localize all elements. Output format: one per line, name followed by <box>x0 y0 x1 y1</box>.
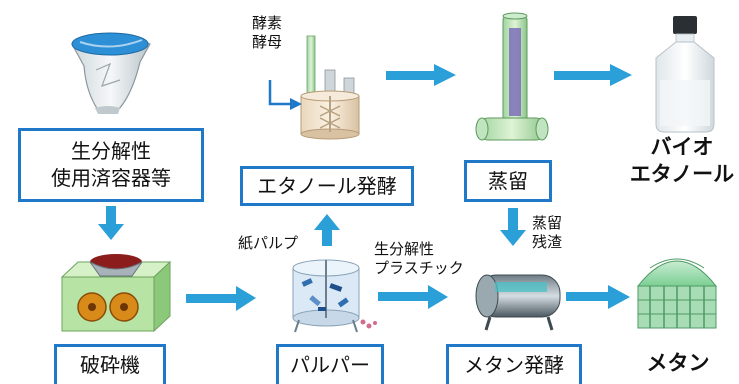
arrow-enzyme-to-tank <box>268 80 302 110</box>
box-pulper: パルパー <box>276 344 384 384</box>
box-methane-fermentation: メタン発酵 <box>446 344 582 384</box>
arrow-cup-to-crusher <box>98 206 124 240</box>
output-methane: メタン <box>646 351 710 375</box>
arrow-fermentation-to-distillation <box>386 64 456 86</box>
ethanol-bottle-icon <box>655 16 715 133</box>
arrow-distillation-to-methane-fermentation <box>500 208 526 246</box>
box-distillation: 蒸留 <box>464 160 552 202</box>
label-paper-pulp: 紙パルプ <box>238 234 299 252</box>
arrow-pulper-to-ethanol-fermentation <box>314 214 340 246</box>
methane-fermentation-tank-icon <box>475 274 561 331</box>
label-enzyme-yeast: 酵素 酵母 <box>252 14 283 51</box>
box-ethanol-fermentation: エタノール発酵 <box>240 166 414 206</box>
box-crusher: 破砕機 <box>54 344 166 384</box>
arrow-methane-fermentation-to-methane <box>566 285 630 309</box>
pulper-tank-icon <box>292 259 377 333</box>
arrow-pulper-to-methane-fermentation <box>378 285 448 309</box>
crusher-machine-icon <box>60 254 172 333</box>
output-bioethanol: バイオ エタノール <box>629 135 735 186</box>
fermentation-tank-icon <box>300 35 360 140</box>
label-distillation-residue: 蒸留 残渣 <box>532 214 563 251</box>
arrow-crusher-to-pulper <box>186 286 256 311</box>
methane-gas-holder-icon <box>636 258 718 329</box>
box-biodegradable-used-containers: 生分解性 使用済容器等 <box>18 128 204 202</box>
crumpled-cup-icon <box>71 32 151 114</box>
arrow-distillation-to-ethanol <box>554 64 632 86</box>
distillation-column-icon <box>475 12 549 141</box>
label-biodegradable-plastic: 生分解性 プラスチック <box>374 240 464 277</box>
